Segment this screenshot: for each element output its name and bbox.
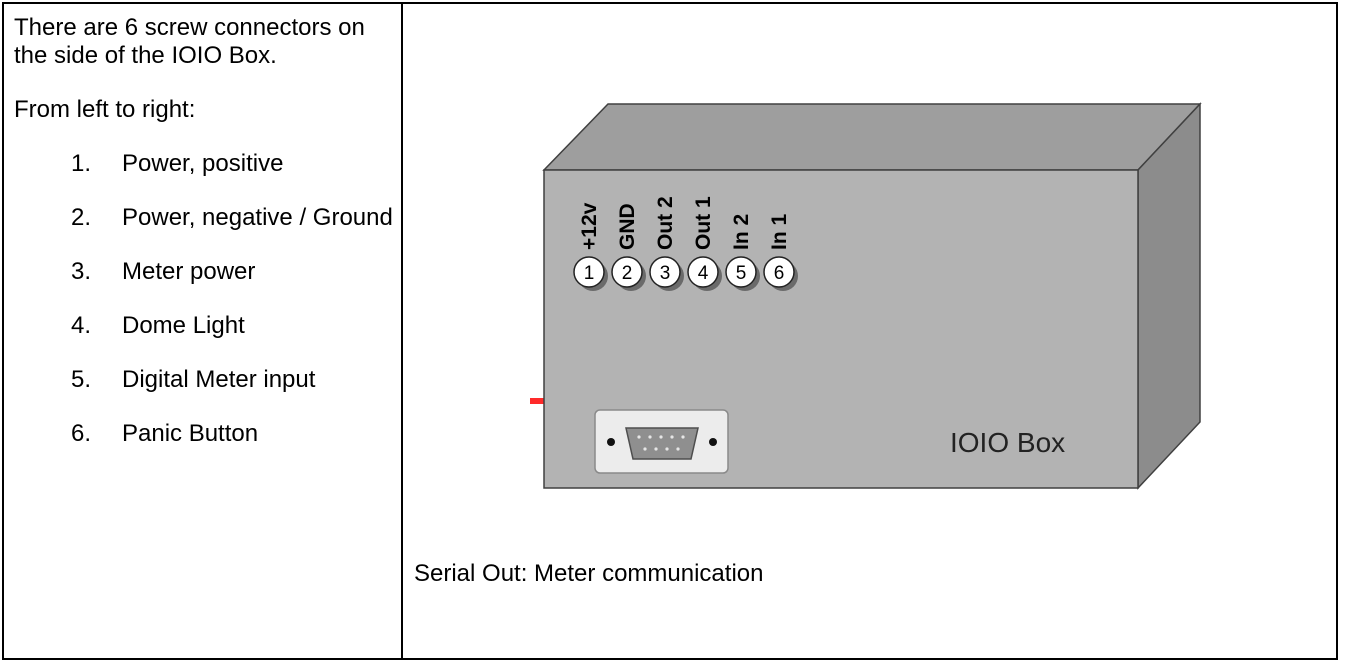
list-item: 5. Digital Meter input xyxy=(14,366,394,394)
list-item-label: Digital Meter input xyxy=(122,366,316,393)
terminal-screw-icon: 3 xyxy=(649,256,684,291)
terminal-number: 2 xyxy=(622,263,633,284)
intro-paragraph: There are 6 screw connectors on the side… xyxy=(14,14,365,69)
terminal-label: +12v xyxy=(578,202,601,250)
connector-list: 1. Power, positive 2. Power, negative / Gr… xyxy=(14,150,394,448)
list-item: 2. Power, negative / Ground xyxy=(14,204,394,232)
list-item-number: 4. xyxy=(71,312,92,339)
list-item-number: 5. xyxy=(71,366,92,393)
list-item-number: 1. xyxy=(71,150,92,177)
box-label: IOIO Box xyxy=(950,427,1065,458)
terminal-number: 5 xyxy=(736,263,747,284)
list-item: 6. Panic Button xyxy=(14,420,394,448)
list-item-label: Meter power xyxy=(122,258,256,285)
list-item-label: Power, negative / Ground xyxy=(122,204,393,231)
terminal-label: Out 2 xyxy=(654,196,677,250)
list-item: 3. Meter power xyxy=(14,258,394,286)
box-side-face xyxy=(1137,102,1201,490)
list-item-label: Panic Button xyxy=(122,420,259,447)
terminal-label: In 1 xyxy=(768,214,791,250)
terminal-screw-icon: 5 xyxy=(725,256,760,291)
terminal-screw-icon: 4 xyxy=(687,256,722,291)
list-item-label: Dome Light xyxy=(122,312,245,339)
terminal-number: 3 xyxy=(660,263,671,284)
list-item-number: 3. xyxy=(71,258,92,285)
list-item-number: 6. xyxy=(71,420,92,447)
connector-description-cell: There are 6 screw connectors on the side… xyxy=(14,14,394,474)
terminal-label: GND xyxy=(616,203,639,250)
terminal-number: 6 xyxy=(774,263,785,284)
terminal-label: In 2 xyxy=(730,214,753,250)
list-item: 4. Dome Light xyxy=(14,312,394,340)
terminal-number: 1 xyxy=(584,263,595,284)
terminal-screw-icon: 2 xyxy=(611,256,646,291)
column-divider xyxy=(401,4,403,658)
list-item-label: Power, positive xyxy=(122,150,284,177)
list-item-number: 2. xyxy=(71,204,92,231)
db9-serial-port-icon xyxy=(594,409,729,474)
terminal-label: Out 1 xyxy=(692,196,715,250)
diagram-cell: +12v GND Out 2 Out 1 In 2 In 1 1 2 3 4 5 6 IOIO Bo… xyxy=(404,4,1336,658)
terminal-number: 4 xyxy=(698,263,709,284)
box-top-face xyxy=(542,103,1202,171)
terminal-screw-icon: 1 xyxy=(573,256,608,291)
ioio-box-diagram: +12v GND Out 2 Out 1 In 2 In 1 1 2 3 4 5 6 IOIO Bo… xyxy=(530,102,1202,490)
order-subheading: From left to right: xyxy=(14,96,196,123)
serial-out-caption: Serial Out: Meter communication xyxy=(414,560,764,587)
list-item: 1. Power, positive xyxy=(14,150,394,178)
red-wire xyxy=(530,398,544,404)
terminal-screw-icon: 6 xyxy=(763,256,798,291)
